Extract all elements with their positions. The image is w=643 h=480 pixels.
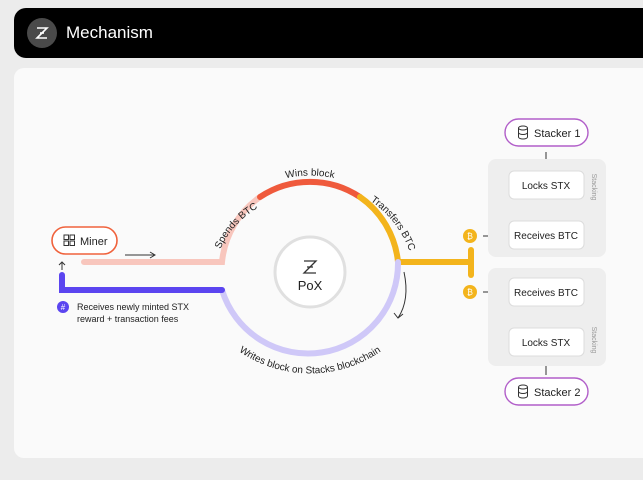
database-icon — [518, 384, 528, 399]
receive-label-2: Receives BTC — [514, 288, 578, 299]
receive-box-2 — [508, 277, 585, 307]
stacker-1-node: Stacker 1 — [504, 118, 589, 147]
stacker-1-label: Stacker 1 — [534, 128, 580, 140]
reward-up-arrow — [58, 261, 66, 270]
reward-line-2: reward + transaction fees — [77, 314, 179, 324]
svg-text:₿: ₿ — [467, 232, 473, 241]
miner-node: Miner — [51, 226, 118, 255]
spends-track — [81, 194, 263, 265]
stacking-group-1: Stacking Locks STX Receives BTC — [488, 159, 606, 257]
miner-label: Miner — [80, 236, 108, 248]
page-title: Mechanism — [66, 23, 153, 42]
svg-text:₿: ₿ — [467, 288, 473, 297]
mechanism-diagram: PoX Spends BTC Wins block Transfers BTC … — [51, 118, 606, 406]
receive-box-1 — [508, 220, 585, 250]
reward-line-1: Receives newly minted STX — [77, 302, 189, 312]
lock-box-2 — [508, 327, 585, 357]
pox-label: PoX — [298, 278, 323, 293]
stacks-logo-icon — [302, 260, 318, 274]
grid-icon — [63, 234, 75, 246]
lock-label-1: Locks STX — [522, 181, 571, 192]
receive-label-1: Receives BTC — [514, 231, 578, 242]
stacking-label-2: Stacking — [590, 327, 597, 354]
stacking-label-1: Stacking — [590, 174, 597, 201]
lock-label-2: Locks STX — [522, 338, 571, 349]
pox-node — [273, 235, 347, 309]
bitcoin-icon: ₿ — [463, 285, 477, 299]
miner-arrow — [125, 251, 156, 259]
stacker-2-label: Stacker 2 — [534, 387, 580, 399]
lock-box-1 — [508, 170, 585, 200]
edge-spends-label: Spends BTC — [213, 201, 259, 251]
stx-coin-icon — [57, 301, 69, 313]
header-bar: Mechanism — [14, 8, 643, 58]
stacker-2-node: Stacker 2 — [504, 377, 589, 406]
diagram-card: PoX Spends BTC Wins block Transfers BTC … — [14, 68, 643, 458]
reward-note: # Receives newly minted STX reward + tra… — [57, 301, 189, 324]
stacks-logo-icon — [27, 18, 57, 48]
connector-tracks — [59, 178, 474, 357]
bitcoin-icon: ₿ — [463, 229, 477, 243]
database-icon — [518, 125, 528, 140]
edge-wins-label: Wins block — [285, 168, 337, 182]
svg-text:#: # — [61, 303, 66, 312]
writes-arrow — [393, 271, 407, 319]
reward-track — [59, 272, 225, 293]
stacking-group-2: Stacking Receives BTC Locks STX — [488, 268, 606, 366]
writes-track — [219, 259, 402, 357]
edge-writes-label: Writes block on Stacks blockchain — [237, 345, 383, 377]
wins-track — [257, 178, 363, 200]
